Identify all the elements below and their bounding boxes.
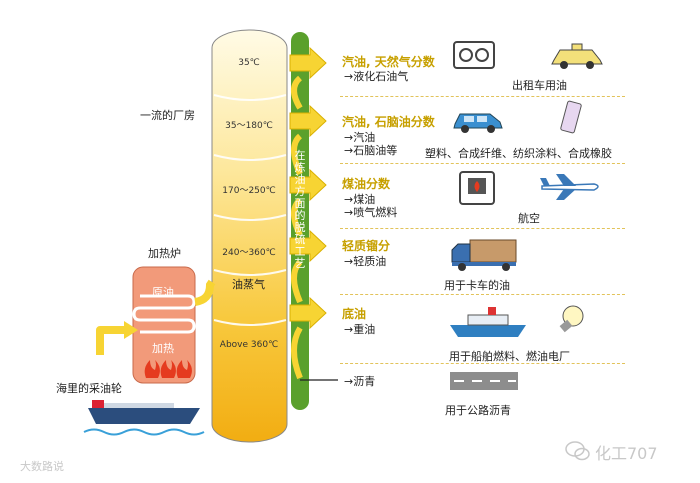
separator (340, 363, 625, 364)
phone-icon (560, 100, 582, 134)
temp-1: 35℃ (238, 58, 260, 68)
product-item: →沥青 (344, 375, 376, 388)
temp-2: 35～180℃ (225, 121, 273, 131)
product-title-5: 底油 (342, 307, 367, 321)
stove-icon (453, 41, 495, 69)
product-item: →煤油 (344, 193, 376, 206)
wechat-icon (565, 441, 590, 461)
ship-icon (450, 307, 526, 337)
road-icon (450, 372, 518, 390)
arrow-4 (289, 229, 327, 263)
product-item: →轻质油 (344, 255, 387, 268)
separator (340, 163, 625, 164)
product-use-5: 用于船舶燃料、燃油电厂 (449, 350, 570, 363)
product-use-3: 航空 (518, 212, 540, 225)
product-use-6: 用于公路沥青 (445, 404, 511, 417)
separator (340, 228, 625, 229)
temp-5: Above 360℃ (219, 340, 279, 350)
watermark-right: 化工707 (595, 444, 658, 463)
car-icon (453, 113, 503, 133)
arrow-5 (289, 296, 327, 330)
arrow-3 (289, 168, 327, 202)
factory-label: 一流的厂房 (140, 109, 195, 122)
product-use-4: 用于卡车的油 (444, 279, 510, 292)
temp-3: 170～250℃ (222, 186, 276, 196)
ship-label: 海里的采油轮 (56, 382, 122, 395)
product-use-1: 出租车用油 (512, 79, 567, 92)
arrow-1 (289, 46, 327, 80)
pipe-vertical-text: 在炼油方面的脱硫工艺 (294, 149, 306, 270)
product-title-1: 汽油, 天然气分数 (342, 55, 435, 69)
product-use-2: 塑料、合成纤维、纺织涂料、合成橡胶 (425, 147, 612, 160)
heater-icon (459, 171, 495, 205)
product-title-4: 轻质镏分 (342, 239, 391, 253)
distillation-tower (211, 29, 288, 443)
crude-label: 原油 (152, 286, 174, 299)
separator (340, 96, 625, 97)
product-item: →喷气燃料 (344, 206, 398, 219)
lightbulb-icon (559, 305, 584, 333)
product-title-2: 汽油, 石脑油分数 (342, 115, 435, 129)
temp-4: 240～360℃ (222, 248, 276, 258)
product-item: →石脑油等 (344, 144, 398, 157)
airplane-icon (540, 174, 599, 200)
taxi-icon (551, 43, 603, 69)
vapor-label: 油蒸气 (232, 278, 265, 291)
watermark-left: 大数路说 (20, 460, 64, 473)
product-item: →汽油 (344, 131, 376, 144)
heat-label: 加热 (152, 342, 174, 355)
truck-icon (451, 239, 517, 271)
furnace-label: 加热炉 (148, 247, 181, 260)
product-item: →液化石油气 (344, 70, 409, 83)
oil-ship (83, 400, 205, 436)
product-title-3: 煤油分数 (342, 177, 391, 191)
arrow-2 (289, 104, 327, 138)
product-item: →重油 (344, 323, 376, 336)
separator (340, 294, 625, 295)
